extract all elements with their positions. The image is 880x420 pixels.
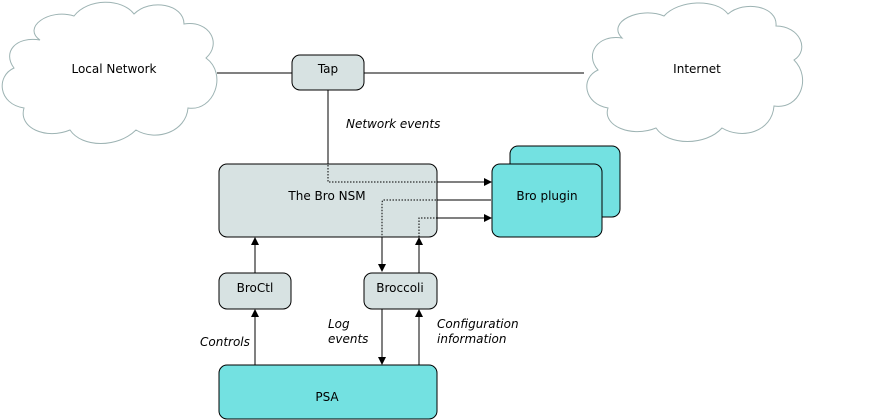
- local-network-cloud: Local Network: [1, 1, 218, 144]
- tap-label: Tap: [317, 62, 338, 76]
- configuration-label-line2: information: [437, 332, 506, 346]
- nsm-to-broccoli-dotted: [381, 199, 436, 237]
- tap-node: Tap: [291, 54, 365, 91]
- configuration-label-line1: Configuration: [437, 317, 519, 331]
- internet-cloud: Internet: [586, 2, 804, 142]
- local-network-label: Local Network: [71, 62, 156, 76]
- broccoli-label: Broccoli: [376, 281, 423, 295]
- broccoli-node: Broccoli: [363, 272, 438, 310]
- psa-label: PSA: [315, 390, 339, 404]
- controls-label: Controls: [200, 335, 250, 349]
- log-events-label-line2: events: [328, 332, 368, 346]
- bro-nsm-label: The Bro NSM: [287, 189, 365, 203]
- broccoli-to-plugin-dotted: [418, 217, 437, 237]
- log-events-label-line1: Log: [328, 317, 350, 331]
- network-events-label: Network events: [346, 117, 440, 131]
- bro-nsm-node: The Bro NSM: [218, 163, 438, 238]
- bro-plugin-node: Bro plugin: [491, 145, 621, 238]
- broctl-label: BroCtl: [237, 281, 274, 295]
- broctl-node: BroCtl: [218, 272, 292, 310]
- bro-plugin-label: Bro plugin: [516, 189, 577, 203]
- internet-label: Internet: [673, 62, 721, 76]
- psa-node: PSA: [218, 364, 438, 420]
